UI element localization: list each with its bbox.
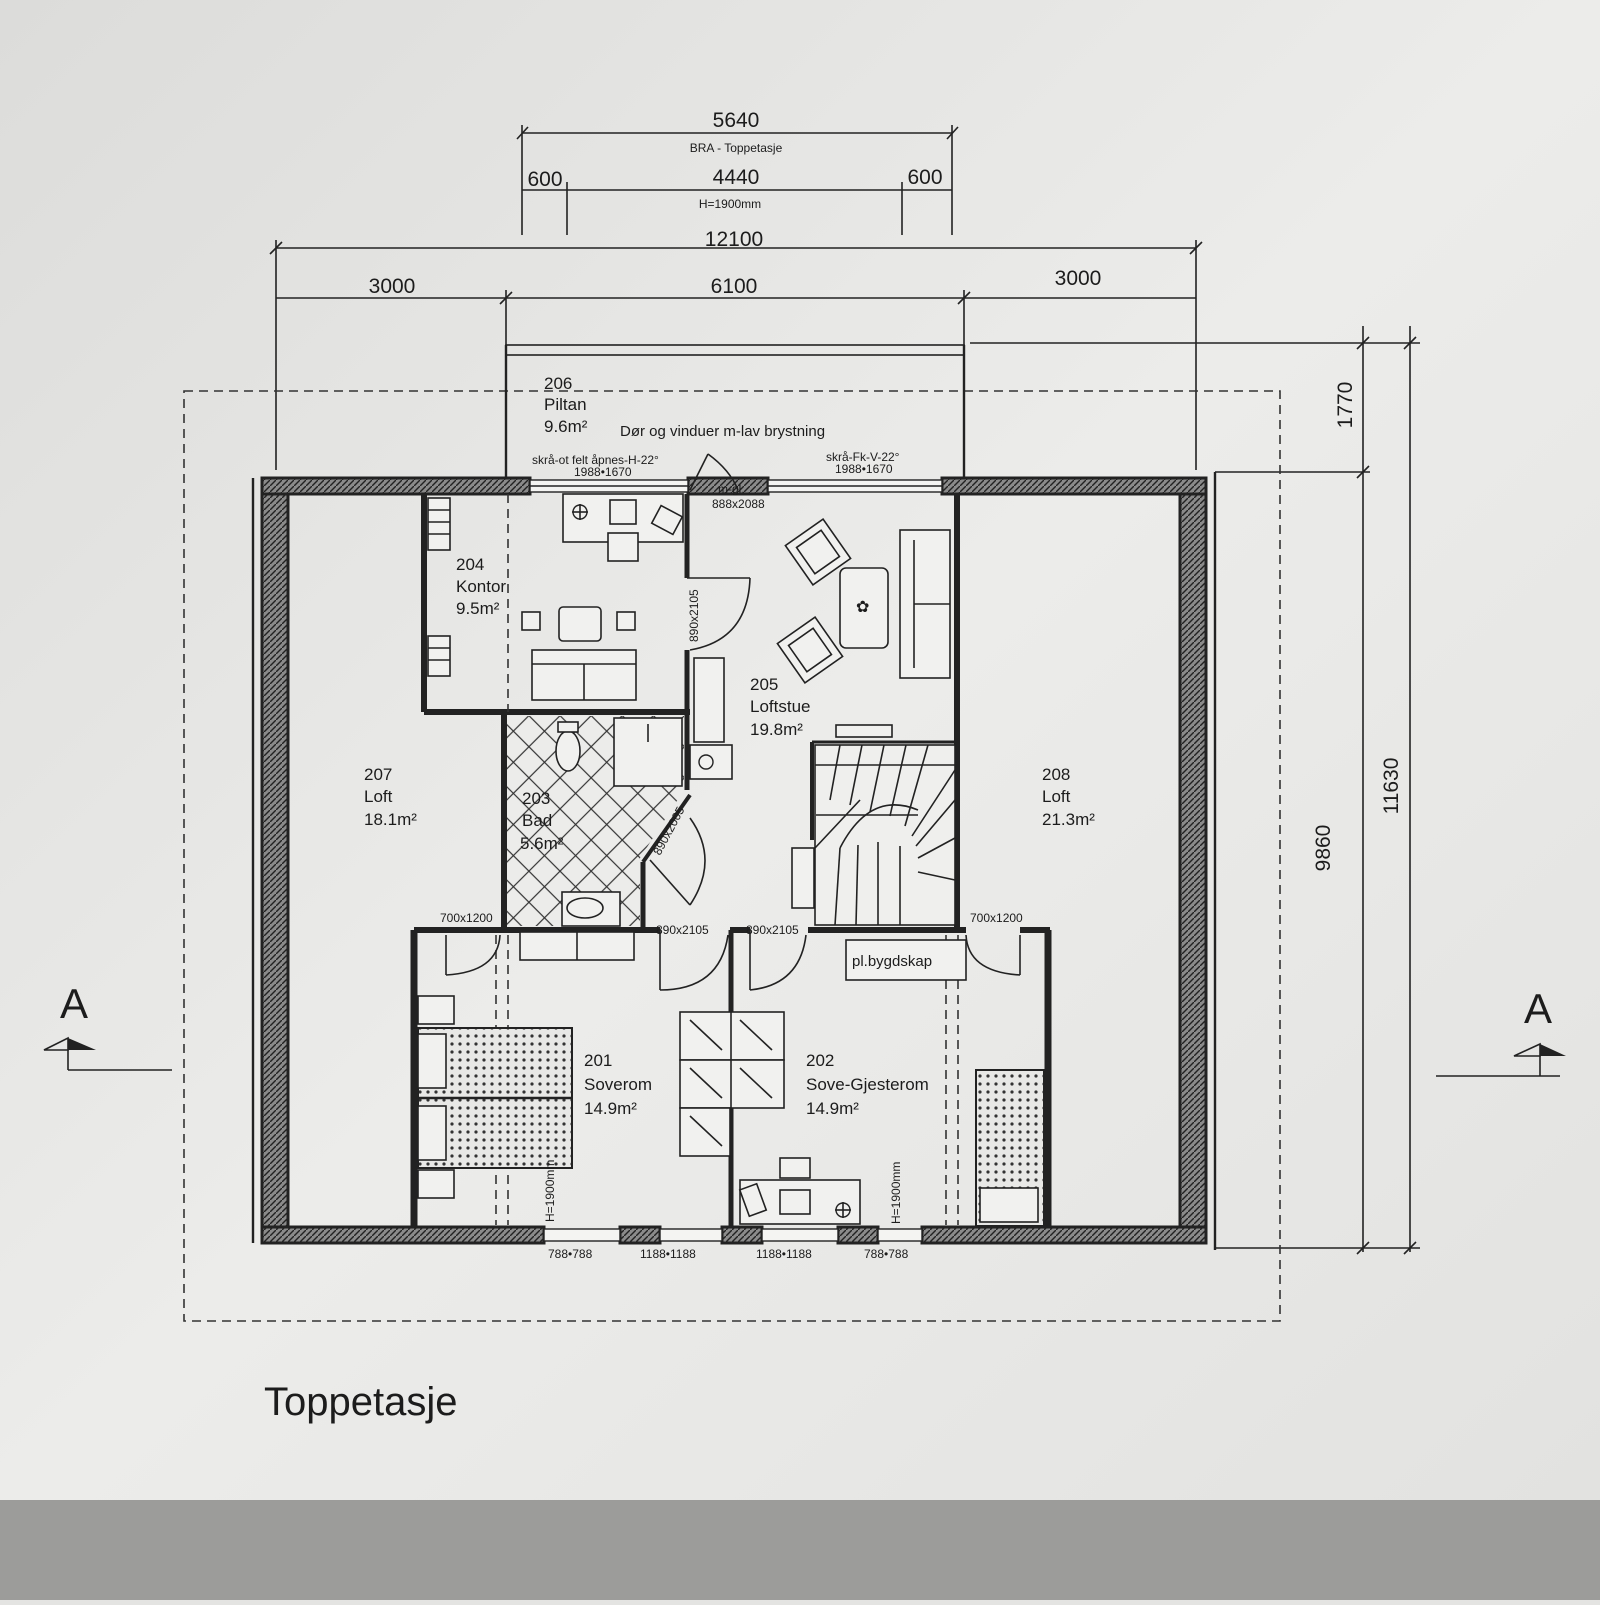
room-207-area: 18.1m² [364, 810, 417, 829]
room-204-name: Kontor [456, 577, 506, 596]
section-marker-right: A [1524, 985, 1552, 1032]
dim-balcony-depth: 1770 [1334, 382, 1357, 429]
room-203-area: 5.6m² [520, 834, 564, 853]
room-201-name: Soverom [584, 1075, 652, 1094]
lower-floor-outline [183, 390, 1281, 1322]
dim-top-right: 600 [907, 166, 942, 189]
room-201-number: 201 [584, 1051, 612, 1070]
plant-symbol: ✿ [856, 599, 869, 616]
note-win-b1: 788•788 [548, 1247, 593, 1261]
section-marker-left: A [60, 980, 88, 1027]
dim-center-span: 6100 [711, 275, 758, 298]
note-window-left-size: 1988•1670 [574, 465, 632, 479]
room-208-area: 21.3m² [1042, 810, 1095, 829]
note-opening-right: 700x1200 [970, 911, 1023, 925]
table-edge [0, 1500, 1600, 1600]
note-window-right-size: 1988•1670 [835, 462, 893, 476]
room-207-number: 207 [364, 765, 392, 784]
room-202-name: Sove-Gjesterom [806, 1075, 929, 1094]
note-window-left: skrå-ot felt åpnes-H-22° [532, 453, 659, 467]
dim-top-mid: 4440 [713, 166, 760, 189]
note-door-main: m-gl. [718, 482, 745, 496]
note-door-window: Dør og vinduer m-lav brystning [620, 423, 825, 440]
note-win-b3: 1188•1188 [756, 1247, 812, 1261]
dim-top-total: 5640 [713, 109, 760, 132]
note-door-kontor: 890x2105 [687, 589, 701, 642]
note-height-202: H=1900mm [889, 1162, 903, 1224]
paper-background [0, 0, 1600, 1510]
door-swings [445, 453, 1021, 991]
note-window-right: skrå-Fk-V-22° [826, 450, 900, 464]
room-206-area: 9.6m² [544, 417, 588, 436]
room-208-name: Loft [1042, 787, 1071, 806]
dim-top-mid-caption: H=1900mm [699, 197, 761, 211]
room-204-area: 9.5m² [456, 599, 500, 618]
room-206-name: Piltan [544, 395, 587, 414]
dim-left-span: 3000 [369, 275, 416, 298]
balcony-206 [504, 344, 966, 478]
room-labels: 206 Piltan 9.6m² 204 Kontor 9.5m² 205 Lo… [364, 374, 1095, 1118]
note-door-main-size: 888x2088 [712, 497, 765, 511]
dim-right-span: 3000 [1055, 267, 1102, 290]
room-202-area: 14.9m² [806, 1099, 859, 1118]
room-207-name: Loft [364, 787, 393, 806]
note-opening-left: 700x1200 [440, 911, 493, 925]
section-markers: A A [43, 980, 1566, 1077]
note-door-202: 890x2105 [746, 923, 799, 937]
note-closet: pl.bygdskap [852, 953, 932, 970]
dim-top-left: 600 [527, 168, 562, 191]
room-203-name: Bad [522, 811, 552, 830]
note-door-201: 890x2105 [656, 923, 709, 937]
room-203-number: 203 [522, 789, 550, 808]
dim-inner-depth: 9860 [1312, 825, 1335, 872]
room-204-number: 204 [456, 555, 484, 574]
note-win-b2: 1188•1188 [640, 1247, 696, 1261]
room-205-name: Loftstue [750, 697, 811, 716]
dim-top-caption: BRA - Toppetasje [690, 141, 783, 155]
room-205-area: 19.8m² [750, 720, 803, 739]
room-208-number: 208 [1042, 765, 1070, 784]
room-202-number: 202 [806, 1051, 834, 1070]
window-openings [529, 479, 943, 1242]
room-201-area: 14.9m² [584, 1099, 637, 1118]
note-win-b4: 788•788 [864, 1247, 909, 1261]
room-206-number: 206 [544, 374, 572, 393]
fixtures: ✿ [417, 493, 1045, 1227]
dim-outer-depth: 11630 [1380, 758, 1403, 815]
room-205-number: 205 [750, 675, 778, 694]
exterior-walls [251, 472, 1217, 1250]
interior-walls [410, 494, 1052, 1227]
dimension-lines [269, 125, 1420, 1255]
dim-overall-width: 12100 [705, 228, 763, 251]
note-height-201: H=1900mm [543, 1160, 557, 1222]
dimension-labels: 5640 BRA - Toppetasje 600 4440 H=1900mm … [369, 109, 1403, 871]
sheet-title: Toppetasje [264, 1380, 457, 1424]
